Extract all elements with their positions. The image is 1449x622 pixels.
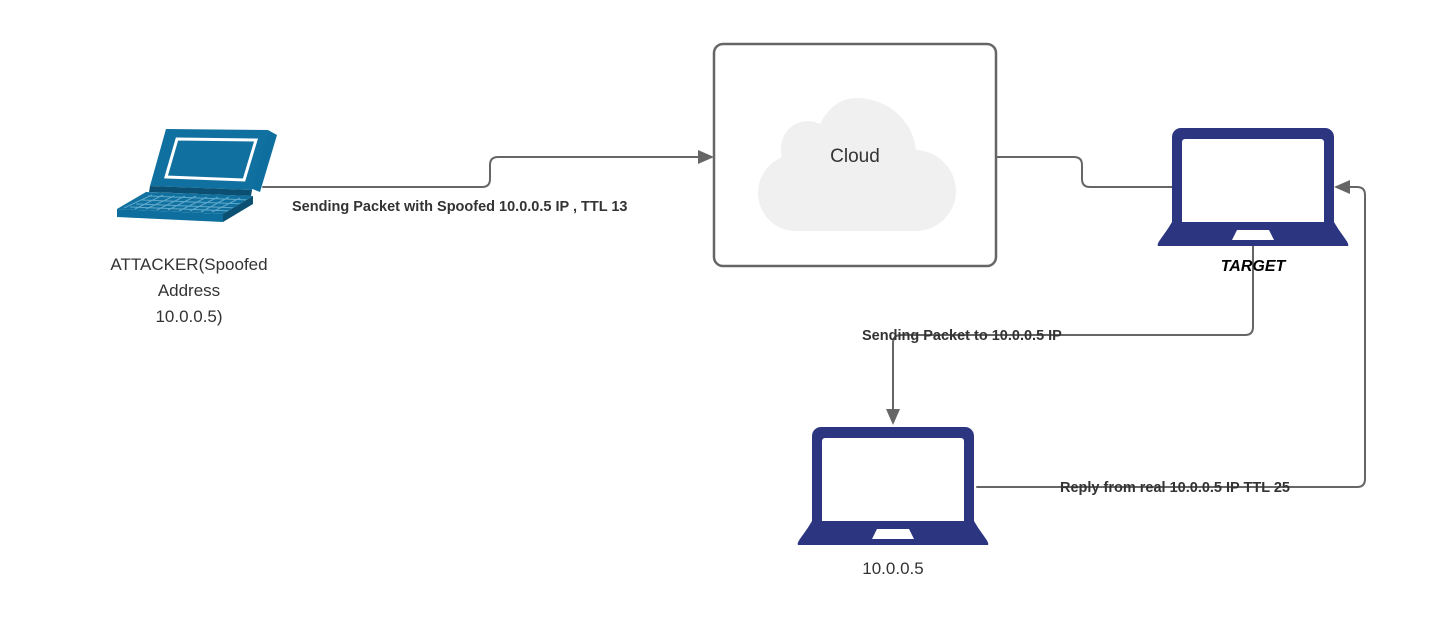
attacker-label-line3: 10.0.0.5) — [155, 307, 222, 326]
edge-attacker-to-cloud: Sending Packet with Spoofed 10.0.0.5 IP … — [262, 150, 714, 215]
laptop-flat-icon — [1157, 128, 1349, 246]
arrowhead-into-victim — [886, 409, 900, 425]
node-victim[interactable]: 10.0.0.5 — [797, 427, 989, 578]
edge-victim-to-target-line — [976, 186, 1366, 488]
edge-victim-to-target: Reply from real 10.0.0.5 IP TTL 25 — [976, 180, 1366, 496]
cloud-icon — [758, 98, 956, 231]
node-attacker[interactable]: ATTACKER(Spoofed Address 10.0.0.5) — [110, 129, 277, 326]
attacker-label-line2: Address — [158, 281, 220, 300]
edge-target-to-victim: Sending Packet to 10.0.0.5 IP — [862, 245, 1254, 425]
edge-cloud-to-target-line — [995, 156, 1173, 188]
node-cloud[interactable]: Cloud — [712, 42, 998, 268]
target-label: TARGET — [1221, 258, 1287, 275]
edge-label-attacker-to-cloud: Sending Packet with Spoofed 10.0.0.5 IP … — [292, 199, 627, 215]
attacker-label-line1: ATTACKER(Spoofed — [110, 255, 267, 274]
laptop-3d-icon — [117, 129, 277, 222]
arrowhead-into-target — [1334, 180, 1350, 194]
cloud-label: Cloud — [830, 146, 880, 167]
edge-label-victim-to-target: Reply from real 10.0.0.5 IP TTL 25 — [1060, 480, 1290, 496]
edge-attacker-to-cloud-line — [262, 156, 701, 188]
edge-label-target-to-victim: Sending Packet to 10.0.0.5 IP — [862, 328, 1062, 344]
laptop-flat-icon — [797, 427, 989, 545]
victim-label: 10.0.0.5 — [862, 559, 923, 578]
arrowhead-into-cloud — [698, 150, 714, 164]
edge-cloud-to-target — [995, 156, 1173, 188]
edge-target-to-victim-line — [892, 245, 1254, 413]
node-target[interactable]: TARGET — [1157, 128, 1349, 275]
